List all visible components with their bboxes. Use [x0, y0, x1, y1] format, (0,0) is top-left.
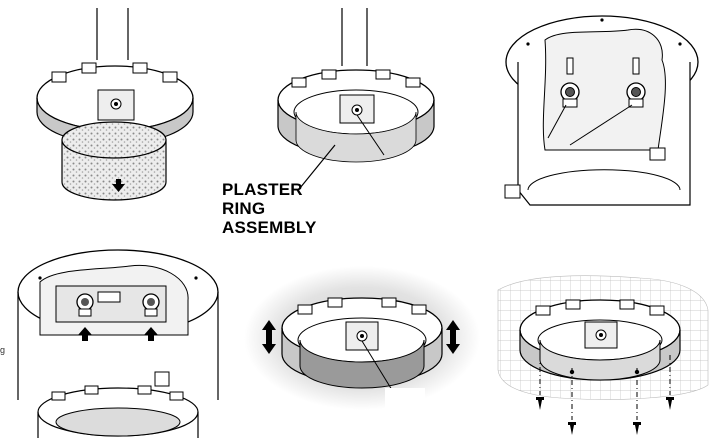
down-arrow-icon [112, 179, 125, 192]
panel-ceiling-screws [497, 275, 709, 435]
callout-line-1: PLASTER [222, 180, 303, 199]
up-arrow-icon [144, 327, 158, 341]
double-arrow-icon [262, 320, 276, 354]
panel-plaster-ring [277, 8, 435, 189]
up-arrow-icon [78, 327, 92, 341]
plaster-ring-assembly-label: PLASTER RING ASSEMBLY [222, 180, 382, 237]
panel-housing-arrows [17, 249, 219, 438]
panel-ring-adjust [244, 266, 480, 410]
screw-icon [568, 422, 576, 435]
callout-line-3: ASSEMBLY [222, 218, 317, 237]
panel-foam-cover [36, 8, 194, 201]
screw-icon [536, 397, 544, 410]
nut-icon [626, 82, 646, 108]
edge-text-fragment: g [0, 345, 6, 355]
nut-icon [560, 82, 580, 108]
nut-icon [142, 293, 160, 317]
screw-icon [633, 422, 641, 435]
panel-housing-nuts [504, 15, 699, 206]
nut-icon [76, 293, 94, 317]
screw-icon [666, 397, 674, 410]
double-arrow-icon [446, 320, 460, 354]
callout-line-2: RING [222, 199, 266, 218]
